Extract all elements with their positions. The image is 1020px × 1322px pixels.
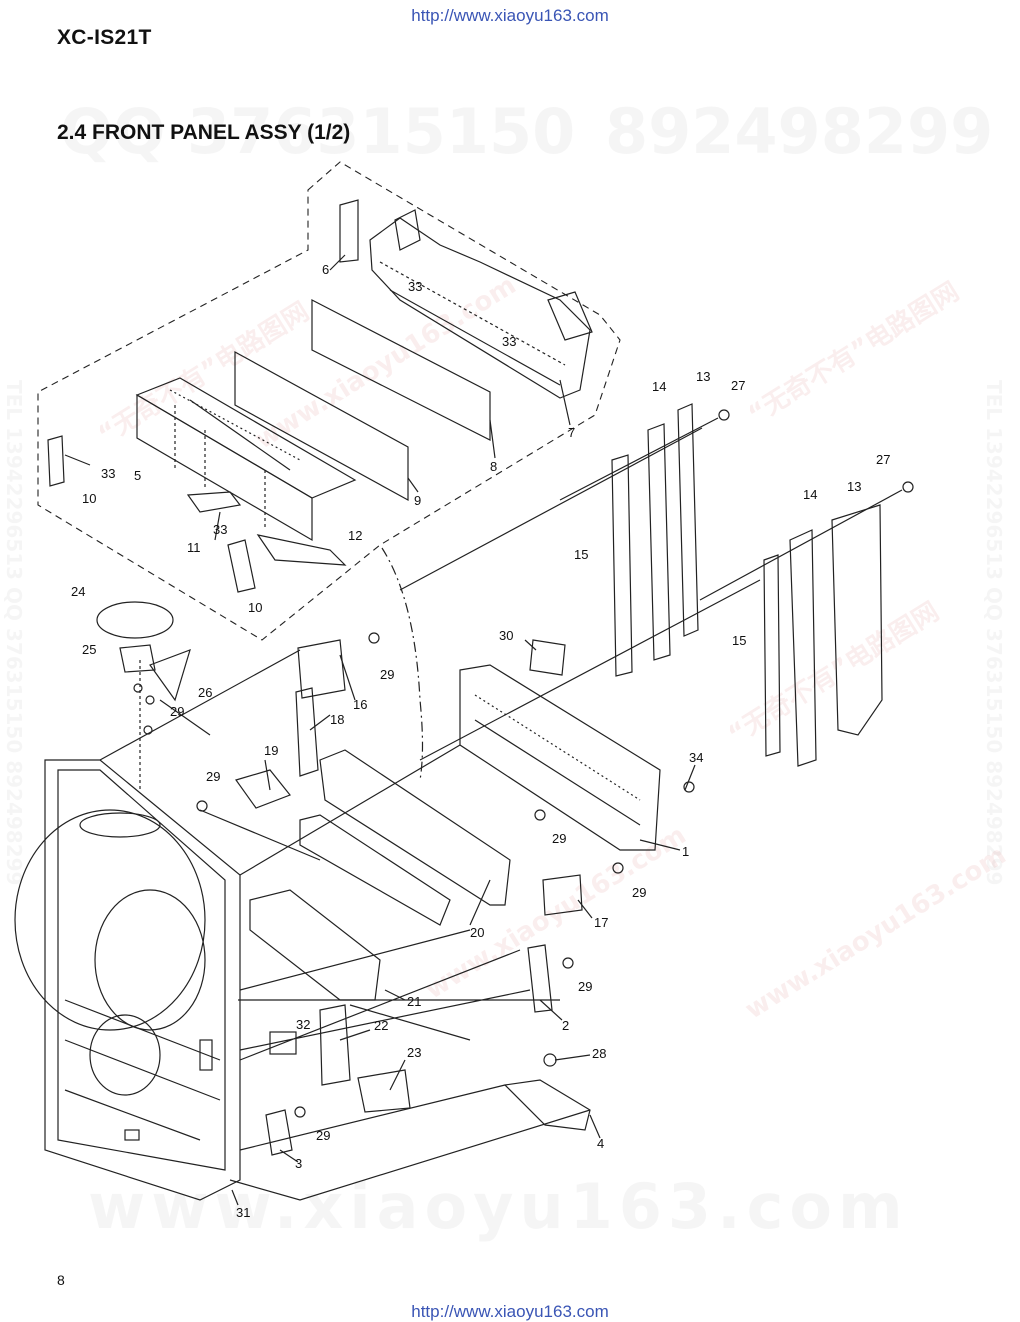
callout-7: 7 — [568, 425, 575, 440]
callout-13b: 13 — [847, 479, 861, 494]
part-13-rail-upper — [677, 403, 699, 637]
part-14-rail-lower — [789, 529, 817, 767]
callout-33c: 33 — [101, 466, 115, 481]
screw-29 — [534, 809, 546, 821]
part-10-bracket — [227, 539, 256, 593]
callout-32: 32 — [296, 1017, 310, 1032]
callout-28: 28 — [592, 1046, 606, 1061]
callout-14a: 14 — [652, 379, 666, 394]
callout-10a: 10 — [82, 491, 96, 506]
subassembly-boundary — [37, 161, 621, 641]
part-17-bracket — [542, 874, 583, 916]
section-title: 2.4 FRONT PANEL ASSY (1/2) — [57, 121, 351, 144]
callout-20: 20 — [470, 925, 484, 940]
callout-22: 22 — [374, 1018, 388, 1033]
callout-4: 4 — [597, 1136, 604, 1151]
part-5-panel — [135, 377, 357, 542]
part-15-rail-upper — [611, 454, 633, 677]
callout-10b: 10 — [248, 600, 262, 615]
part-3-bracket — [265, 1109, 293, 1156]
footer-url[interactable]: http://www.xiaoyu163.com — [411, 1302, 609, 1321]
callout-29c: 29 — [206, 769, 220, 784]
part-9-panel — [234, 350, 409, 502]
callout-21: 21 — [407, 994, 421, 1009]
callout-9: 9 — [414, 493, 421, 508]
callout-1: 1 — [682, 844, 689, 859]
part-16-bracket — [297, 639, 346, 699]
part-18-holder — [295, 687, 319, 777]
part-24-knob-assy — [96, 601, 191, 790]
callout-14b: 14 — [803, 487, 817, 502]
callout-25: 25 — [82, 642, 96, 657]
callout-29a: 29 — [380, 667, 394, 682]
callout-13a: 13 — [696, 369, 710, 384]
callout-27b: 27 — [876, 452, 890, 467]
part-20-holder — [299, 749, 511, 926]
callout-12: 12 — [348, 528, 362, 543]
callout-29b: 29 — [170, 704, 184, 719]
callout-34: 34 — [689, 750, 703, 765]
model-name: XC-IS21T — [57, 26, 152, 49]
callout-33d: 33 — [213, 522, 227, 537]
screw-27-upper — [718, 409, 730, 421]
screw-29 — [368, 632, 380, 644]
part-19-bracket — [235, 769, 291, 809]
screw-28 — [543, 1053, 557, 1067]
callout-17: 17 — [594, 915, 608, 930]
part-31-front-panel — [14, 759, 241, 1201]
callout-16: 16 — [353, 697, 367, 712]
screw-29 — [294, 1106, 306, 1118]
part-12-ribbon — [256, 534, 347, 566]
callout-11: 11 — [187, 540, 201, 555]
screw-29 — [196, 800, 208, 812]
callout-29f: 29 — [578, 979, 592, 994]
callout-3: 3 — [295, 1156, 302, 1171]
part-1-chassis — [459, 664, 661, 851]
callout-30: 30 — [499, 628, 513, 643]
part-top-chassis — [339, 199, 593, 399]
part-21-holder — [249, 889, 381, 1001]
callout-15a: 15 — [574, 547, 588, 562]
callout-31: 31 — [236, 1205, 250, 1220]
callout-26: 26 — [198, 685, 212, 700]
callout-29e: 29 — [632, 885, 646, 900]
callout-18: 18 — [330, 712, 344, 727]
callout-33b: 33 — [502, 334, 516, 349]
callout-2: 2 — [562, 1018, 569, 1033]
page-number: 8 — [57, 1272, 65, 1288]
part-22-button — [319, 1004, 351, 1086]
screw-29 — [562, 957, 574, 969]
callout-27a: 27 — [731, 378, 745, 393]
callout-5: 5 — [134, 468, 141, 483]
part-23-button — [357, 1069, 411, 1113]
part-8-panel — [311, 299, 491, 441]
callout-6: 6 — [322, 262, 329, 277]
callout-29g: 29 — [316, 1128, 330, 1143]
part-4-pcb — [503, 1079, 591, 1131]
part-14-rail-upper — [647, 423, 671, 661]
part-13-rail-lower — [831, 504, 883, 736]
header-url[interactable]: http://www.xiaoyu163.com — [411, 6, 609, 25]
screw-27-lower — [902, 481, 914, 493]
part-2-pcb — [527, 944, 553, 1013]
callout-19: 19 — [264, 743, 278, 758]
link-curve — [381, 547, 424, 781]
callout-15b: 15 — [732, 633, 746, 648]
callout-29d: 29 — [552, 831, 566, 846]
screw-29 — [612, 862, 624, 874]
callout-8: 8 — [490, 459, 497, 474]
callout-23: 23 — [407, 1045, 421, 1060]
callout-33a: 33 — [408, 279, 422, 294]
part-15-rail-lower — [763, 554, 781, 757]
part-10-bracket — [47, 435, 65, 487]
part-30-sheet — [529, 639, 566, 676]
callout-24: 24 — [71, 584, 85, 599]
part-32-sheet — [269, 1031, 297, 1055]
screw-34 — [683, 781, 695, 793]
part-11-ribbon — [186, 491, 242, 513]
